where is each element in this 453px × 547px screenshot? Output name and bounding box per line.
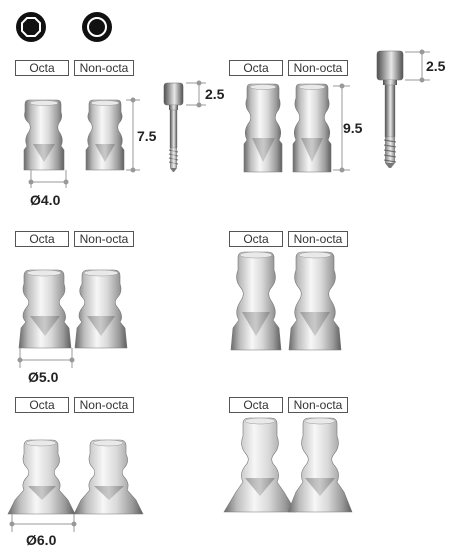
screw-head-label-long: 2.5 [426,58,446,74]
abutment-60-long-non-octa [287,417,353,513]
label-octa-1: Octa [15,60,69,76]
label-non-octa-2: Non-octa [288,60,348,76]
label-non-octa-3: Non-octa [74,231,134,247]
abutment-40-long-non-octa [292,83,332,173]
abutment-50-long-octa [230,251,282,351]
diameter-label-5-0: Ø5.0 [28,369,59,385]
height-label-7-5: 7.5 [137,128,157,144]
dimension-line-9-5 [333,83,350,173]
diameter-label-6-0: Ø6.0 [26,532,57,547]
label-octa-2: Octa [229,60,283,76]
dimension-line-screw-long [405,49,430,83]
abutment-60-octa [7,439,76,515]
abutment-50-octa [18,269,72,349]
dimension-line-d40 [28,170,69,188]
octagon-socket-icon [16,12,46,42]
label-non-octa-6: Non-octa [288,397,348,413]
screw-long [376,50,404,168]
label-non-octa-4: Non-octa [288,231,348,247]
dimension-line-7-5 [126,97,140,173]
abutment-50-long-non-octa [288,251,342,351]
label-non-octa-1: Non-octa [74,60,134,76]
height-label-9-5: 9.5 [343,120,363,136]
screw-head-label-small: 2.5 [205,86,225,102]
abutment-60-non-octa [73,439,144,515]
abutment-40-non-octa [85,99,125,171]
abutment-60-long-octa [223,417,297,513]
label-non-octa-5: Non-octa [74,397,134,413]
round-socket-icon [82,12,112,42]
diameter-label-4-0: Ø4.0 [30,192,61,208]
label-octa-4: Octa [229,231,283,247]
label-octa-5: Octa [15,397,69,413]
dimension-line-screw-small [186,80,206,108]
dimension-line-d60 [9,514,77,532]
label-octa-6: Octa [229,397,283,413]
screw-small [163,82,184,172]
label-octa-3: Octa [15,231,69,247]
dimension-line-d50 [17,348,75,368]
abutment-50-non-octa [74,269,128,349]
abutment-40-long-octa [243,83,283,173]
abutment-40-octa [23,99,65,171]
